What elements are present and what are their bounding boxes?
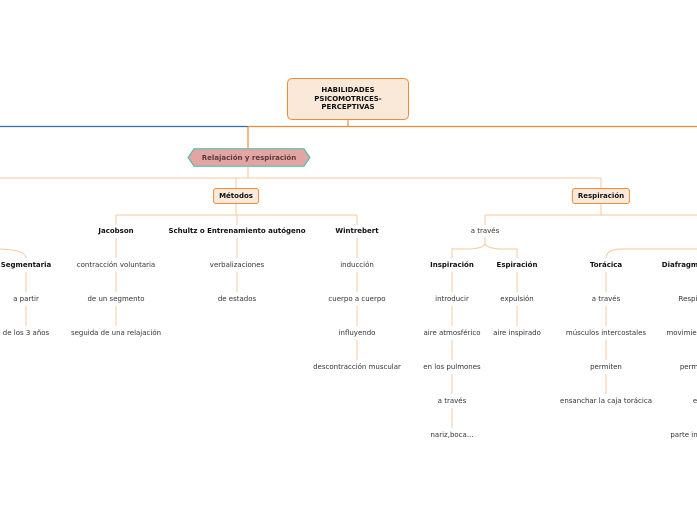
espiracion-node[interactable]: Espiración — [496, 260, 538, 269]
metodos-node[interactable]: Métodos — [213, 188, 259, 204]
diafragmatica-node[interactable]: Diafragm — [661, 260, 697, 269]
diafragmatica-item: Respi — [678, 294, 697, 303]
inspiracion-item: nariz,boca... — [430, 430, 474, 439]
root-title-line-2: PSICOMOTRICES- — [314, 94, 382, 103]
toracica-item: músculos intercostales — [565, 328, 647, 337]
toracica-item: a través — [591, 294, 621, 303]
wintrebert-item: inducción — [340, 260, 374, 269]
segmentaria-item: de los 3 años — [2, 328, 50, 337]
wintrebert-item: descontracción muscular — [313, 362, 401, 371]
inspiracion-node[interactable]: Inspiración — [430, 260, 474, 269]
jacobson-node[interactable]: Jacobson — [98, 226, 134, 235]
toracica-node[interactable]: Torácica — [589, 260, 623, 269]
toracica-item: ensanchar la caja torácica — [560, 396, 652, 405]
schultz-item: de estados — [217, 294, 257, 303]
root-node[interactable]: HABILIDADES PSICOMOTRICES- PERCEPTIVAS — [287, 78, 409, 120]
inspiracion-item: a través — [437, 396, 467, 405]
espiracion-item: aire inspirado — [493, 328, 541, 337]
diafragmatica-item: perm — [679, 362, 697, 371]
root-title-line-3: PERCEPTIVAS — [321, 103, 375, 112]
schultz-node[interactable]: Schultz o Entrenamiento autógeno — [168, 226, 306, 235]
segmentaria-node[interactable]: Segmentaria — [0, 260, 52, 269]
wintrebert-item: influyendo — [338, 328, 376, 337]
diafragmatica-item: e — [692, 396, 697, 405]
relajacion-node[interactable]: Relajación y respiración — [187, 148, 311, 167]
segmentaria-item: a partir — [13, 294, 39, 303]
a-traves-node[interactable]: a través — [470, 226, 500, 235]
relajacion-label: Relajación y respiración — [201, 153, 297, 162]
inspiracion-item: en los pulmones — [423, 362, 481, 371]
jacobson-item: contracción voluntaria — [76, 260, 156, 269]
root-title-line-1: HABILIDADES — [321, 85, 375, 94]
toracica-item: permiten — [590, 362, 622, 371]
respiracion-label: Respiración — [577, 192, 625, 200]
diafragmatica-item: movimier — [666, 328, 697, 337]
respiracion-node[interactable]: Respiración — [571, 188, 631, 204]
inspiracion-item: introducir — [435, 294, 469, 303]
metodos-label: Métodos — [219, 192, 253, 200]
jacobson-item: seguida de una relajación — [70, 328, 162, 337]
wintrebert-item: cuerpo a cuerpo — [328, 294, 386, 303]
espiracion-item: expulsión — [500, 294, 534, 303]
schultz-item: verbalizaciones — [209, 260, 265, 269]
inspiracion-item: aire atmosférico — [423, 328, 481, 337]
wintrebert-node[interactable]: Wintrebert — [335, 226, 379, 235]
jacobson-item: de un segmento — [87, 294, 145, 303]
diafragmatica-item: parte in — [670, 430, 697, 439]
